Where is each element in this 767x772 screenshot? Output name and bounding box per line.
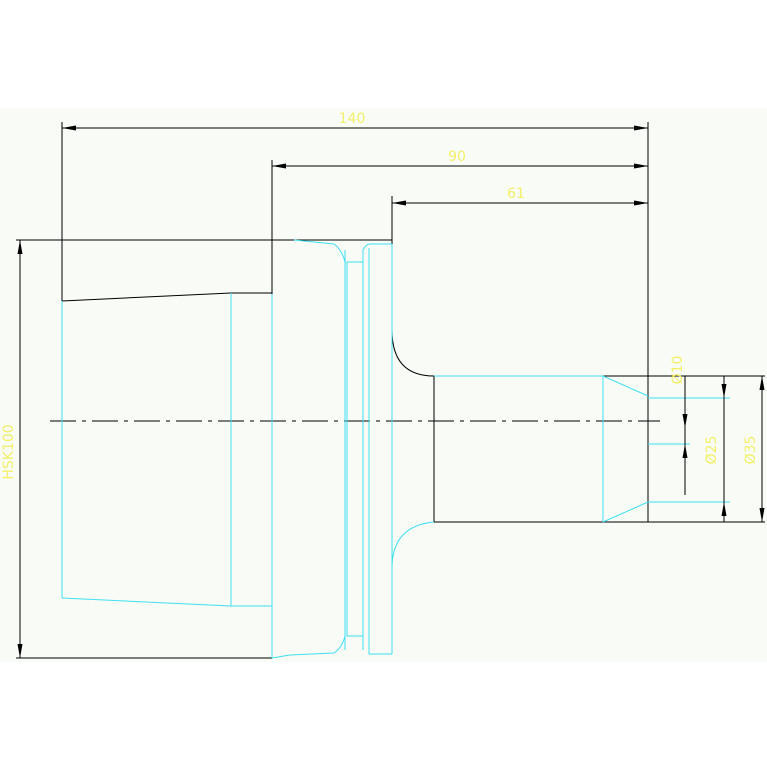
arrow-140-left (62, 125, 76, 131)
dim-label-bore35: Ø35 (743, 436, 759, 465)
dim-label-bore25: Ø25 (704, 436, 720, 465)
arrow-bore10-b (682, 444, 688, 458)
drawing-background (0, 108, 767, 662)
arrow-140-right (634, 125, 648, 131)
dim-label-140: 140 (339, 111, 366, 127)
dimension-lines (16, 127, 763, 658)
arrow-bore35-top (759, 376, 765, 390)
nose-chamfer-top (602, 375, 649, 397)
collar-top (362, 243, 392, 251)
arrow-hsk-bottom (17, 644, 23, 658)
arrow-61-left (392, 200, 406, 206)
arrow-90-left (272, 163, 286, 169)
arrow-hsk-top (17, 240, 23, 254)
dim-label-bore10: Ø10 (670, 356, 686, 385)
arrow-bore10-a (682, 414, 688, 428)
shank-lower-fillet (391, 521, 435, 569)
taper-bottom-edge (61, 597, 232, 607)
flange-bottom-profile (271, 635, 346, 659)
dim-label-90: 90 (448, 149, 466, 165)
arrow-61-right (634, 200, 648, 206)
part-secondary-lines (61, 239, 730, 659)
nose-chamfer-bottom (602, 501, 649, 523)
arrow-bore25-bottom (721, 502, 727, 516)
dimension-arrows (17, 125, 765, 658)
arrow-bore25-top (721, 384, 727, 398)
dim-label-hsk: HSK100 (1, 424, 17, 479)
dim-label-61: 61 (507, 186, 525, 202)
arrow-90-right (634, 163, 648, 169)
taper-top-edge (61, 292, 232, 302)
dimension-labels: 140 90 61 HSK100 Ø10 Ø25 Ø35 (1, 111, 759, 480)
arrow-bore35-bottom (759, 508, 765, 522)
